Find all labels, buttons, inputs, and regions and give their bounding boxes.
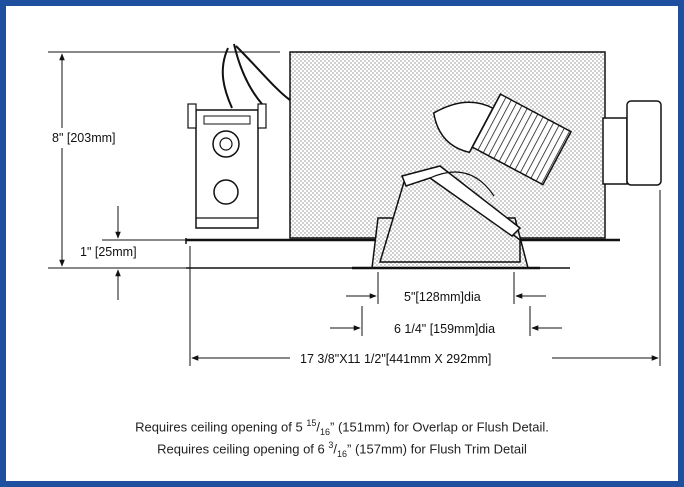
dim-height-total (48, 51, 280, 269)
note-2-slash: / (333, 441, 338, 457)
dim-aperture (346, 272, 546, 304)
trim-reflector (352, 175, 540, 270)
dim-height-flange (102, 206, 186, 300)
note-2-denominator: 16 (337, 448, 348, 459)
note-line-1: Requires ceiling opening of 5 15/16” (15… (0, 418, 684, 437)
lamp-bracket (400, 165, 522, 237)
dim-trim (330, 306, 562, 336)
note-1-denominator: 16 (320, 426, 331, 437)
note-1-text: Requires ceiling opening of 5 (135, 419, 307, 435)
junction-box (187, 43, 291, 229)
note-1-numerator: 15 (306, 418, 317, 428)
note-1-suffix: ” (151mm) for Overlap or Flush Detail. (330, 419, 549, 435)
side-connector (602, 100, 662, 186)
dim-height-total-label: 8" [203mm] (52, 131, 116, 145)
note-2-suffix: ” (157mm) for Flush Trim Detail (347, 441, 527, 457)
note-2-text: Requires ceiling opening of 6 (157, 441, 329, 457)
note-line-2: Requires ceiling opening of 6 3/16” (157… (0, 440, 684, 459)
lamp-head (432, 93, 573, 186)
dim-height-flange-label: 1" [25mm] (80, 245, 137, 259)
dim-trim-label: 6 1/4" [159mm]dia (394, 322, 495, 336)
note-1-slash: / (316, 419, 320, 435)
note-2-numerator: 3 (328, 440, 334, 450)
dim-overall-label: 17 3/8"X11 1/2"[441mm X 292mm] (300, 352, 491, 366)
dim-aperture-label: 5"[128mm]dia (404, 290, 481, 304)
dim-overall (189, 190, 661, 366)
